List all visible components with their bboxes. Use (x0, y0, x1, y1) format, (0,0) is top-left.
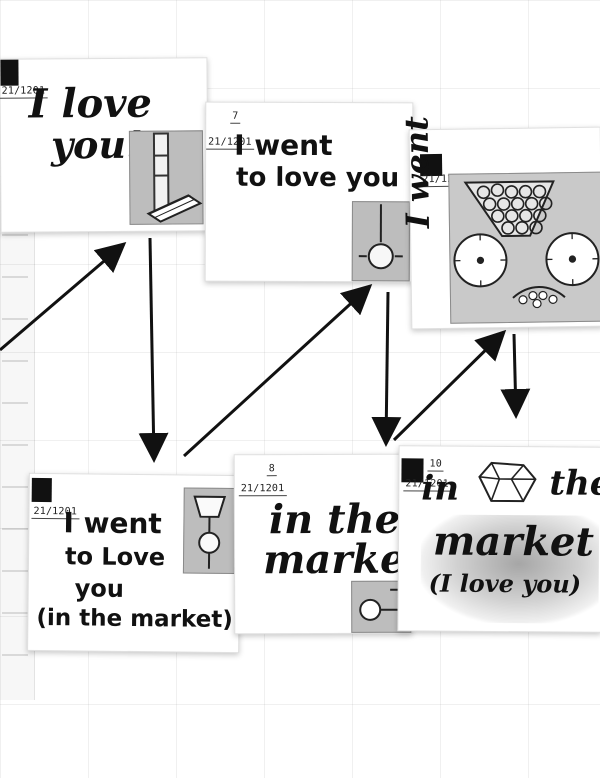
cup-pendulum-sketch-icon (193, 495, 227, 569)
left-strip-tick (2, 318, 28, 320)
sketch-cup-and-pendulum (182, 487, 236, 575)
left-strip-tick (2, 570, 28, 572)
card-in-the-market-i-love-you: 10 21/1201 in the market (I love you) (397, 445, 600, 633)
crystal-sketch (469, 456, 540, 512)
card-title-line-4: (in the market) (36, 604, 233, 634)
left-strip-tick (2, 486, 28, 488)
card-index-square (0, 59, 19, 86)
card-title-line-1: in the (268, 495, 401, 544)
card-number: 7 (232, 110, 239, 122)
pendulum-sketch-icon (358, 204, 403, 270)
card-title-line-1: I went (234, 128, 333, 163)
card-vertical-text: I went (397, 115, 437, 229)
card-in-the-market: 8 21/1201 in the market (233, 453, 424, 635)
card-i-went-to-love-you-in-the-market: 21/1201 I went to Love you (in the marke… (27, 472, 241, 654)
card-title-line-2: the (549, 463, 600, 504)
left-strip-tick (2, 612, 28, 614)
left-strip-tick (2, 654, 28, 656)
card-title-line-4: (I love you) (428, 568, 582, 599)
gears-sketch-icon (453, 180, 600, 309)
card-date: 21/1201 (240, 483, 285, 495)
left-strip-tick (2, 528, 28, 530)
left-strip-tick (2, 444, 28, 446)
card-index-square (31, 477, 52, 503)
card-i-love-you: 21/1201 I love you! (0, 57, 209, 233)
sketch-tube-and-wedge (128, 130, 204, 225)
left-strip-tick (2, 402, 28, 404)
sketch-gears (448, 171, 600, 324)
card-title-line-1: in (421, 468, 460, 509)
card-i-went-to-love-you: 7 21/1201 I went to love you (204, 101, 414, 283)
crystal-icon (478, 461, 537, 503)
card-title-line-2: to Love (64, 542, 166, 572)
card-title-line-1: I went (63, 506, 162, 541)
left-strip-tick (2, 276, 28, 278)
left-strip-tick (2, 234, 28, 236)
card-title-line-1: I love (28, 79, 153, 128)
card-title-line-3: you (74, 574, 125, 603)
left-strip-tick (2, 360, 28, 362)
card-title-line-3: market (432, 517, 595, 566)
card-i-went-vertical: 21/1201 I went (397, 116, 600, 330)
tube-wedge-sketch-icon (146, 132, 203, 223)
sketch-pendulum (351, 201, 410, 282)
card-title-line-2: to love you (235, 162, 400, 194)
card-number: 8 (268, 463, 275, 475)
